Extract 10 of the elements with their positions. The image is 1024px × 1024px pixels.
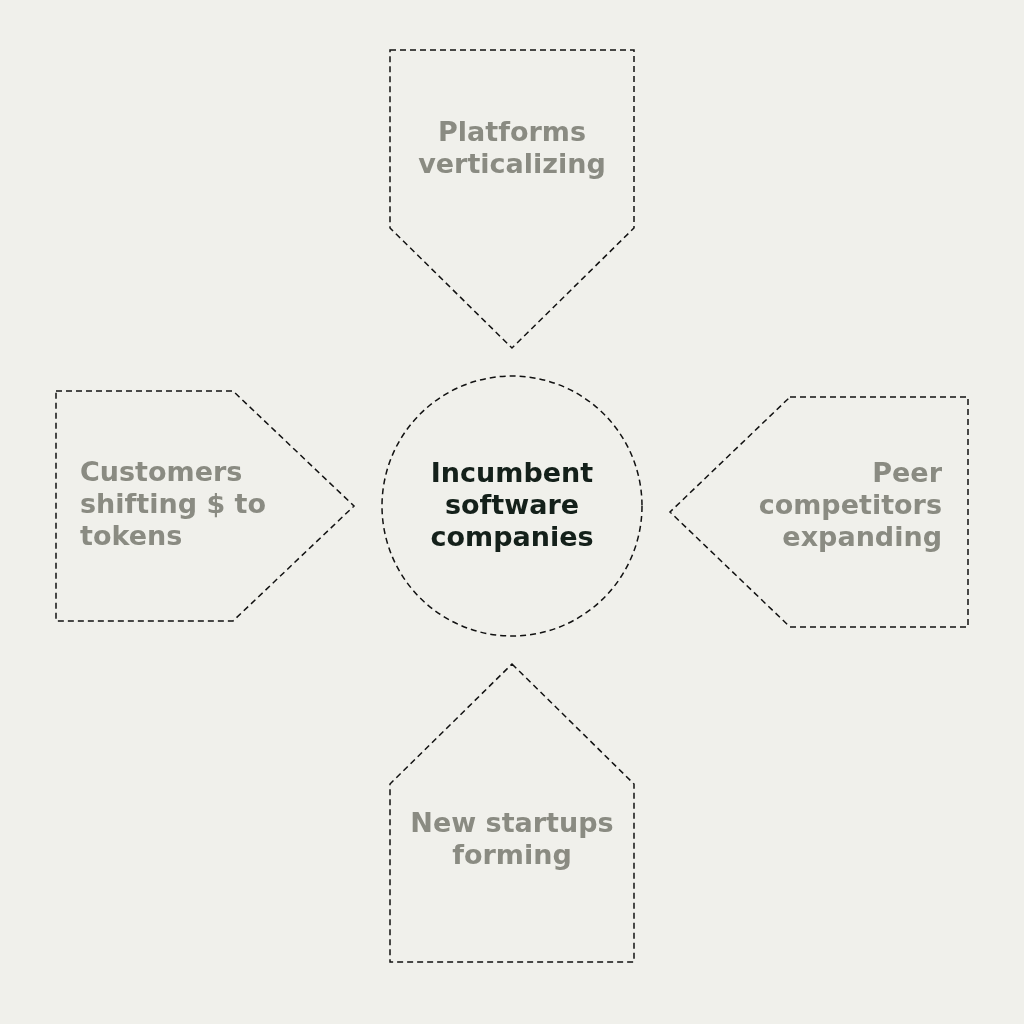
node-label: Platforms verticalizing bbox=[417, 116, 607, 180]
node-label: Incumbent software companies bbox=[429, 457, 595, 553]
node-label: Peer competitors expanding bbox=[757, 457, 942, 553]
right-arrow-box bbox=[56, 391, 354, 621]
up-arrow-box bbox=[390, 664, 634, 962]
center-circle bbox=[381, 375, 643, 637]
left-arrow-box bbox=[670, 397, 968, 627]
down-arrow-box bbox=[390, 50, 634, 348]
node-label: Customers shifting $ to tokens bbox=[80, 456, 268, 552]
node-label: New startups forming bbox=[409, 807, 615, 871]
